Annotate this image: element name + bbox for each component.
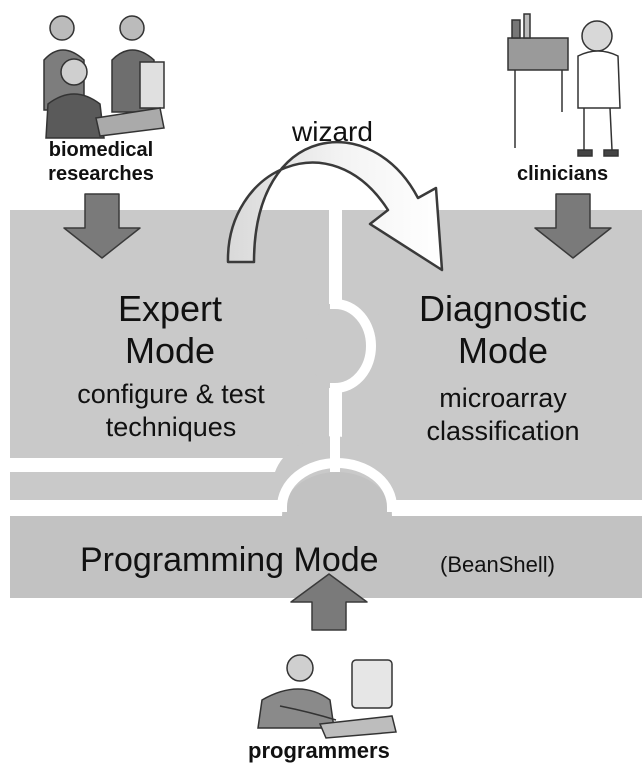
diagnostic-mode-title-line2: Mode — [457, 330, 549, 372]
clinicians-label: clinicians — [517, 163, 609, 185]
programmer-clipart — [250, 640, 400, 740]
expert-mode-title: Expert Mode — [85, 288, 255, 373]
expert-mode-title-line2: Mode — [124, 330, 216, 372]
puzzle-knob-bottom — [282, 472, 392, 516]
biomedical-researches-label: biomedical researches — [48, 139, 154, 185]
wizard-arrow — [226, 140, 444, 272]
divider-vertical — [330, 210, 376, 472]
programming-mode-band — [10, 516, 642, 598]
expert-mode-desc-line1: configure & test — [77, 379, 265, 409]
researchers-clipart — [40, 10, 165, 139]
programming-mode-title: Programming Mode — [80, 541, 379, 579]
diagnostic-mode-desc-line2: classification — [426, 416, 580, 447]
expert-mode-panel — [10, 210, 365, 458]
expert-mode-desc-line2: techniques — [105, 412, 237, 443]
diagnostic-mode-title: Diagnostic Mode — [393, 288, 613, 373]
wizard-label: wizard — [292, 116, 373, 147]
diagnostic-mode-title-line1: Diagnostic — [418, 288, 588, 329]
diagnostic-mode-panel — [10, 210, 642, 500]
expert-mode-description: configure & test techniques — [40, 378, 302, 444]
clinician-clipart — [505, 10, 630, 158]
programmers-label: programmers — [248, 738, 390, 763]
clinicians-down-arrow — [534, 193, 612, 259]
diagnostic-mode-description: microarray classification — [393, 382, 613, 448]
biomedical-down-arrow — [63, 193, 141, 259]
diagnostic-mode-desc-line1: microarray — [439, 383, 567, 413]
programming-mode-suffix: (BeanShell) — [440, 552, 555, 577]
expert-mode-title-line1: Expert — [117, 288, 223, 329]
programmers-up-arrow — [290, 573, 368, 631]
divider-horizontal — [10, 458, 642, 512]
